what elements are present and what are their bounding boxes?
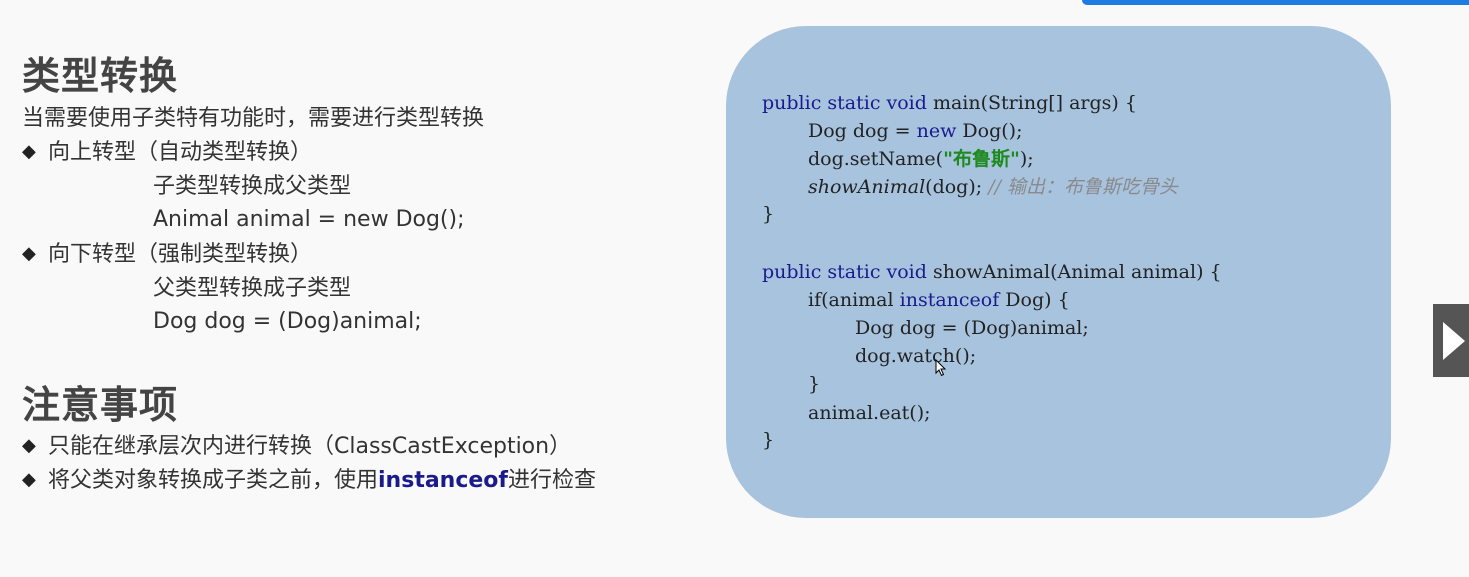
bullet-upcast: ◆ 向上转型（自动类型转换） xyxy=(22,142,312,164)
code-text: showAnimal(Animal animal) { xyxy=(926,261,1222,283)
section-title-notes: 注意事项 xyxy=(22,383,179,427)
code-comment: // 输出：布鲁斯吃骨头 xyxy=(988,176,1179,198)
upcast-description: 子类型转换成父类型 xyxy=(153,174,352,199)
code-line-6: public static void showAnimal(Animal ani… xyxy=(762,263,1222,282)
mouse-cursor-icon xyxy=(935,359,947,377)
code-text: Dog(); xyxy=(956,120,1023,142)
bullet-upcast-label: 向上转型（自动类型转换） xyxy=(48,140,313,165)
bullet-diamond-icon: ◆ xyxy=(22,469,36,490)
instanceof-keyword: instanceof xyxy=(378,468,508,493)
downcast-example: Dog dog = (Dog)animal; xyxy=(153,309,422,334)
code-line-7: if(animal instanceof Dog) { xyxy=(808,291,1070,310)
code-line-8: Dog dog = (Dog)animal; xyxy=(855,317,1089,339)
code-line-1: public static void main(String[] args) { xyxy=(762,94,1137,113)
bullet-instanceof-note: ◆ 将父类对象转换成子类之前，使用instanceof进行检查 xyxy=(22,470,596,492)
code-keyword: instanceof xyxy=(899,289,1000,311)
bullet-downcast: ◆ 向下转型（强制类型转换） xyxy=(22,244,312,266)
code-line-9: dog.watch(); xyxy=(855,345,977,367)
code-line-10: } xyxy=(808,373,821,395)
next-slide-button[interactable] xyxy=(1433,304,1469,377)
play-triangle-right-icon xyxy=(1443,322,1465,360)
top-progress-bar xyxy=(1082,0,1469,5)
code-line-5: } xyxy=(762,203,775,225)
bullet-downcast-label: 向下转型（强制类型转换） xyxy=(48,242,313,267)
downcast-description: 父类型转换成子类型 xyxy=(153,276,352,301)
upcast-example: Animal animal = new Dog(); xyxy=(153,207,465,232)
code-text: if(animal xyxy=(808,289,900,311)
instanceof-note-before: 将父类对象转换成子类之前，使用 xyxy=(48,468,379,493)
code-line-12: } xyxy=(762,429,775,451)
code-text: main(String[] args) { xyxy=(926,92,1137,114)
instanceof-note-after: 进行检查 xyxy=(508,468,597,493)
code-panel xyxy=(726,26,1391,518)
code-text: (dog); xyxy=(925,176,989,198)
code-text: dog.setName( xyxy=(808,148,944,170)
code-line-11: animal.eat(); xyxy=(808,402,931,424)
bullet-hierarchy-label: 只能在继承层次内进行转换（ClassCastException） xyxy=(48,434,572,459)
code-keyword: new xyxy=(916,120,957,142)
code-string: "布鲁斯" xyxy=(943,148,1020,170)
bullet-diamond-icon: ◆ xyxy=(22,435,36,456)
code-keyword: public static void xyxy=(762,92,927,114)
bullet-diamond-icon: ◆ xyxy=(22,243,36,264)
code-method-call: showAnimal xyxy=(808,176,926,198)
code-line-2: Dog dog = new Dog(); xyxy=(808,122,1023,141)
section-title-type-conversion: 类型转换 xyxy=(22,54,179,98)
bullet-hierarchy-note: ◆ 只能在继承层次内进行转换（ClassCastException） xyxy=(22,436,571,458)
code-text: Dog dog = xyxy=(808,120,917,142)
code-text: Dog) { xyxy=(999,289,1070,311)
intro-text: 当需要使用子类特有功能时，需要进行类型转换 xyxy=(22,106,485,131)
code-keyword: public static void xyxy=(762,261,927,283)
code-line-4: showAnimal(dog); // 输出：布鲁斯吃骨头 xyxy=(808,178,1178,197)
code-text: ); xyxy=(1019,148,1034,170)
bullet-diamond-icon: ◆ xyxy=(22,141,36,162)
code-line-3: dog.setName("布鲁斯"); xyxy=(808,150,1034,169)
